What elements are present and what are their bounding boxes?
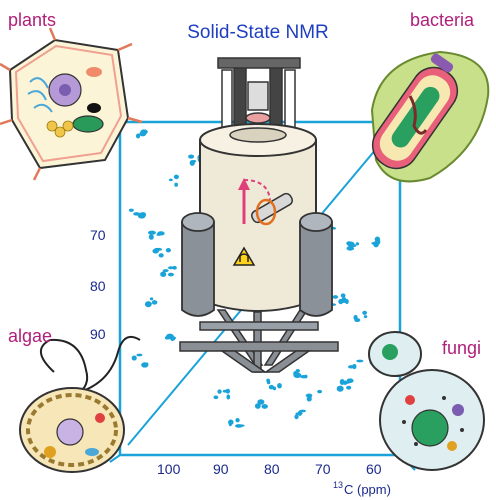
x-tick-labels: 100 90 80 70 60 (157, 461, 382, 477)
cross-peak (226, 394, 231, 400)
cross-peak (371, 241, 377, 245)
cross-peak (261, 404, 268, 409)
cross-peak (225, 388, 231, 394)
cross-peak (168, 178, 173, 182)
cross-peak (188, 154, 195, 159)
cross-peak (352, 363, 357, 370)
cross-peak (136, 353, 143, 357)
cross-peak (293, 372, 302, 379)
cross-peak (295, 369, 300, 373)
cross-peak (160, 271, 167, 277)
x-axis-title: C (ppm) (344, 482, 391, 497)
x-axis-label: 13 C (ppm) (333, 480, 391, 497)
cross-peak (155, 247, 163, 251)
x-tick-label: 100 (157, 461, 181, 477)
label-bacteria: bacteria (410, 10, 475, 30)
magnet-warning-icon (232, 246, 256, 266)
y-tick-labels: 70 80 90 (90, 227, 106, 342)
cross-peak (172, 336, 176, 340)
cross-peak (151, 300, 158, 305)
cross-peak (162, 269, 169, 273)
cross-peak (363, 315, 368, 319)
bacteria-icon (370, 50, 490, 183)
cross-peak (355, 242, 360, 246)
cross-peak (128, 208, 134, 212)
cross-peak (158, 253, 164, 258)
cross-peak (268, 384, 275, 390)
cross-peak (167, 266, 174, 270)
x-tick-label: 90 (213, 461, 229, 477)
cross-peak (147, 230, 156, 235)
cross-peak (164, 336, 170, 340)
x-tick-label: 80 (264, 461, 280, 477)
label-plants: plants (8, 10, 56, 30)
cross-peak (304, 374, 308, 379)
y-tick-label: 80 (90, 278, 106, 294)
x-tick-label: 70 (315, 461, 331, 477)
cross-peak (354, 318, 361, 323)
cross-peak (174, 182, 178, 187)
cross-peak (139, 131, 147, 137)
cross-peak (254, 403, 261, 409)
fungi-icon (368, 331, 485, 471)
cross-peak (277, 383, 282, 389)
cross-peak (146, 302, 152, 306)
cross-peak (165, 248, 171, 253)
cross-peak (133, 212, 140, 216)
figure-title: Solid-State NMR (187, 22, 329, 43)
cross-peak (306, 396, 312, 402)
cross-peak (235, 418, 240, 423)
cross-peak (149, 297, 154, 301)
cross-peak (173, 174, 179, 180)
cross-peak (141, 362, 149, 368)
y-tick-label: 90 (90, 326, 106, 342)
cross-peak (346, 385, 352, 390)
cross-peak (222, 389, 228, 393)
label-algae: algae (8, 326, 52, 346)
cross-peak (148, 234, 154, 240)
cross-peak (339, 379, 345, 386)
cross-peak (343, 380, 347, 386)
cross-peak (238, 424, 245, 427)
cross-peak (213, 395, 219, 400)
cross-peak (192, 160, 197, 163)
cross-peak (217, 389, 222, 394)
cross-peak (344, 299, 349, 305)
algae-icon (19, 336, 141, 473)
cross-peak (131, 355, 137, 361)
cross-peak (294, 414, 299, 420)
plant-cell-icon (0, 27, 143, 181)
cross-peak (266, 380, 271, 385)
cross-peak (356, 359, 364, 363)
cross-peak (317, 389, 323, 394)
cross-peak (336, 385, 344, 392)
spectrum-cross-peaks (128, 129, 389, 428)
cross-peak (228, 419, 234, 425)
cross-peak (347, 241, 355, 247)
cross-peak (167, 272, 174, 277)
rotor-diagram (238, 178, 293, 226)
label-fungi: fungi (442, 338, 481, 358)
cross-peak (172, 265, 177, 270)
x-tick-label: 60 (366, 461, 382, 477)
y-tick-label: 70 (90, 227, 106, 243)
cross-peak (346, 246, 355, 251)
nmr-magnet (179, 57, 339, 373)
cross-peak (332, 295, 339, 299)
cross-peak (139, 212, 147, 217)
x-axis-isotope: 13 (333, 480, 343, 490)
cross-peak (135, 133, 141, 139)
cross-peak (257, 399, 265, 405)
cross-peak (340, 293, 346, 298)
cross-peak (157, 231, 165, 236)
cross-peak (362, 310, 367, 315)
cross-peak (374, 236, 381, 242)
cross-peak (299, 409, 307, 413)
